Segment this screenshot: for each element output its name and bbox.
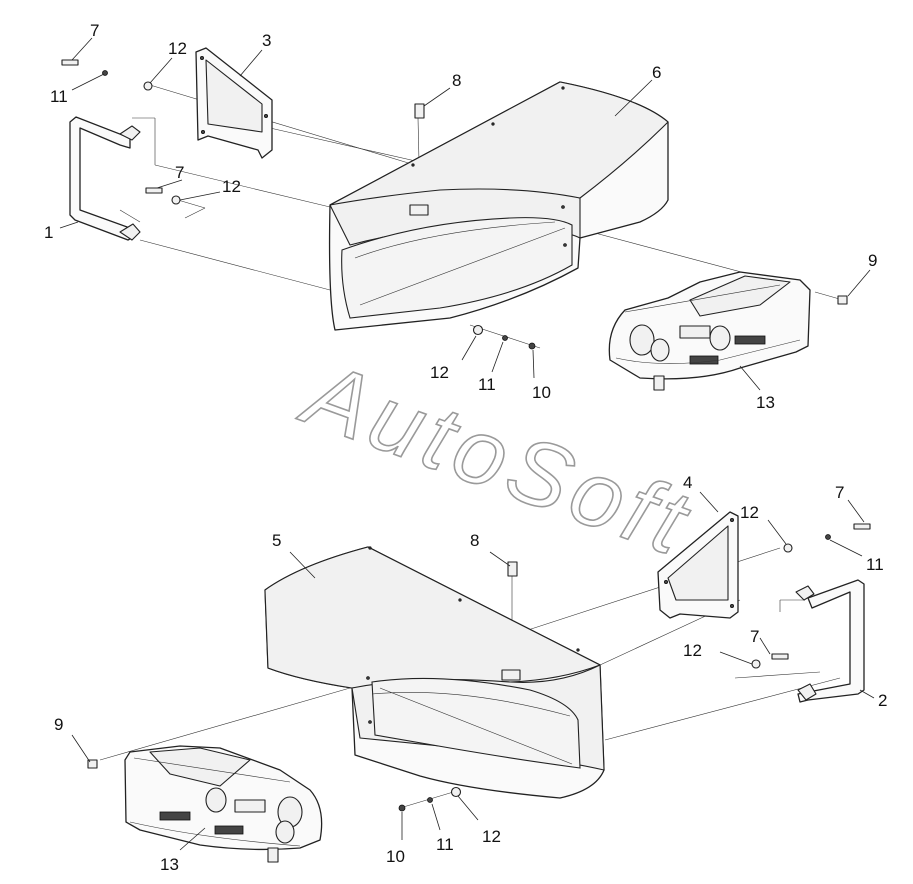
washer-12-upper-a — [143, 81, 153, 91]
callout-6: 6 — [652, 63, 661, 82]
callout-labels: 7 12 3 11 8 6 7 12 1 9 12 11 10 13 4 7 1… — [44, 21, 887, 874]
bracket-3 — [195, 47, 273, 159]
upper-assembly — [59, 37, 871, 391]
washer-12-lower-b — [751, 659, 761, 669]
callout-7: 7 — [750, 627, 759, 646]
headlamp-unit-13 — [608, 271, 811, 391]
callout-7: 7 — [835, 483, 844, 502]
callout-12: 12 — [740, 503, 759, 522]
callout-2: 2 — [878, 691, 887, 710]
lower-leader-lines — [71, 491, 875, 851]
washer-12-lower-a — [783, 543, 793, 553]
lower-fasteners — [87, 523, 871, 812]
upper-fasteners — [61, 59, 848, 350]
washer-11-lower-b — [427, 797, 433, 803]
callout-11: 11 — [866, 555, 884, 574]
callout-11: 11 — [436, 835, 454, 854]
callout-9: 9 — [868, 251, 877, 270]
callout-7: 7 — [90, 21, 99, 40]
lens-opening-6 — [341, 217, 573, 319]
callout-9: 9 — [54, 715, 63, 734]
washer-12-upper-c — [472, 324, 484, 336]
screw-8-upper — [414, 103, 425, 119]
callout-12: 12 — [482, 827, 501, 846]
lens-opening-5 — [371, 677, 581, 769]
nut-10-lower — [398, 804, 406, 812]
bracket-4 — [657, 511, 739, 619]
callout-13: 13 — [756, 393, 775, 412]
callout-4: 4 — [683, 473, 692, 492]
screw-7-lower-a — [853, 523, 871, 530]
callout-8: 8 — [452, 71, 461, 90]
headlamp-unit-13-lower — [124, 745, 323, 863]
screw-7-lower-b — [771, 653, 789, 660]
callout-10: 10 — [386, 847, 405, 866]
washer-12-lower-c — [450, 786, 462, 798]
lamp-housing-cover-6 — [328, 81, 669, 331]
callout-13: 13 — [160, 855, 179, 874]
screw-7-upper-a — [61, 59, 79, 66]
callout-3: 3 — [262, 31, 271, 50]
callout-7: 7 — [175, 163, 184, 182]
callout-5: 5 — [272, 531, 281, 550]
callout-11: 11 — [50, 87, 68, 106]
callout-1: 1 — [44, 223, 53, 242]
washer-11-lower-a — [825, 534, 831, 540]
screw-8-lower — [507, 561, 518, 577]
upper-leader-lines — [59, 37, 871, 391]
callout-12: 12 — [683, 641, 702, 660]
callout-12: 12 — [222, 177, 241, 196]
callout-11: 11 — [478, 375, 496, 394]
washer-12-upper-b — [171, 195, 181, 205]
bracket-1 — [69, 116, 141, 241]
lamp-housing-cover-5 — [264, 546, 605, 799]
callout-12: 12 — [168, 39, 187, 58]
bracket-2 — [795, 579, 865, 703]
screw-7-upper-b — [145, 187, 163, 194]
washer-11-upper-b — [502, 335, 508, 341]
screw-9-lower — [87, 759, 98, 769]
screw-9-upper — [837, 295, 848, 305]
callout-8: 8 — [470, 531, 479, 550]
callout-10: 10 — [532, 383, 551, 402]
lower-assembly — [71, 491, 875, 863]
callout-12: 12 — [430, 363, 449, 382]
nut-10-upper — [528, 342, 536, 350]
